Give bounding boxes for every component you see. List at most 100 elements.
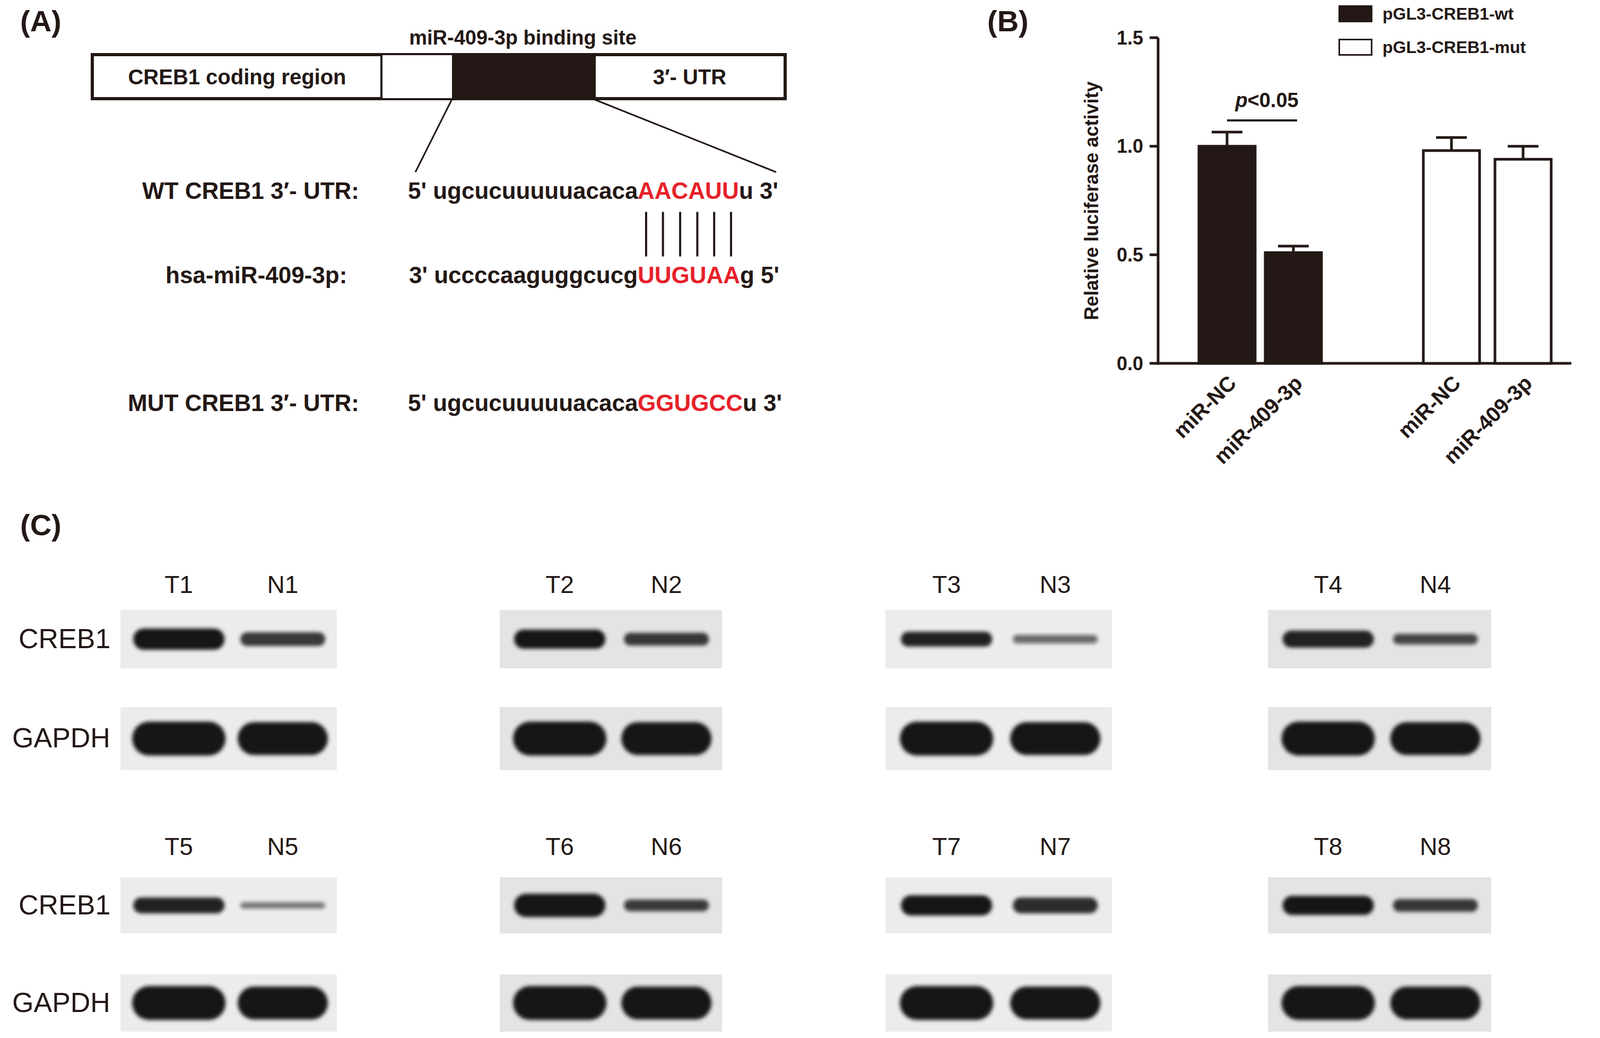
blot-membrane [120, 610, 337, 669]
gene-region-box: CREB1 coding region [91, 54, 383, 100]
blot-membrane [499, 877, 723, 934]
protein-label: CREB1 [18, 889, 111, 922]
tick-label: 0.0 [1116, 352, 1144, 375]
lane-label: N7 [1039, 832, 1072, 862]
protein-band [133, 897, 225, 914]
lane-label: T4 [1314, 570, 1343, 599]
bar [1494, 159, 1552, 364]
sequence-label: WT CREB1 3′- UTR: [142, 177, 360, 205]
protein-band [899, 722, 994, 756]
tick-label: 1.0 [1116, 135, 1144, 158]
blot-membrane [1267, 707, 1492, 771]
tick-label: 1.5 [1116, 27, 1144, 49]
axis-title: Relative luciferase activity [1080, 81, 1103, 320]
protein-band [237, 722, 328, 756]
blot-membrane [1267, 974, 1492, 1032]
blot-membrane [885, 610, 1112, 669]
leader-line [415, 99, 452, 173]
leader-line [593, 99, 777, 173]
lane-label: T5 [164, 832, 194, 862]
bar [1198, 146, 1256, 364]
protein-band [132, 722, 226, 756]
error-cap [1277, 244, 1309, 248]
blot-membrane [120, 877, 337, 934]
blot-membrane [120, 707, 337, 771]
protein-band [514, 629, 606, 649]
protein-band [621, 986, 712, 1020]
lane-label: N5 [267, 832, 299, 862]
base-pair-line [696, 212, 699, 257]
legend-text: pGL3-CREB1-wt [1382, 4, 1514, 24]
protein-band [1010, 986, 1101, 1020]
legend-text: pGL3-CREB1-mut [1382, 37, 1526, 58]
protein-band [623, 632, 709, 646]
sequence-text: u 3' [742, 389, 782, 417]
p-value: p [1235, 89, 1248, 113]
axis-tick [1149, 144, 1159, 148]
protein-band [1390, 722, 1481, 756]
lane-label: T3 [932, 570, 961, 599]
error-bar [1522, 146, 1525, 160]
binding-site-label: miR-409-3p binding site [409, 26, 637, 50]
sequence-label: MUT CREB1 3′- UTR: [127, 389, 360, 417]
blot-membrane [499, 974, 723, 1032]
protein-band [623, 899, 709, 912]
protein-band [1012, 635, 1098, 644]
panel-letter: (C) [20, 508, 62, 543]
protein-band [1282, 630, 1375, 648]
base-pair-line [712, 212, 716, 257]
blot-membrane [885, 877, 1112, 934]
blot-membrane [1267, 610, 1492, 669]
lane-label: N4 [1419, 570, 1451, 599]
protein-label: CREB1 [18, 623, 111, 656]
protein-band [133, 628, 225, 650]
lane-label: N2 [650, 570, 683, 599]
protein-label: GAPDH [12, 987, 111, 1020]
lane-label: N3 [1039, 570, 1072, 599]
tick-label: 0.5 [1116, 244, 1144, 266]
panel-letter: (A) [20, 4, 62, 39]
mutant-sequence: GGUGCC [637, 389, 743, 417]
base-pair-line [679, 212, 682, 257]
legend-swatch [1338, 5, 1373, 23]
blot-membrane [1267, 877, 1492, 934]
protein-band [899, 986, 994, 1021]
binding-site-box: miR-409-3p binding site [451, 54, 594, 100]
seed-sequence: AACAUU [637, 177, 739, 205]
protein-band [900, 895, 993, 916]
error-cap [1436, 136, 1467, 139]
lane-label: T2 [545, 570, 575, 599]
protein-band [240, 902, 326, 909]
seed-sequence: UUGUAA [637, 262, 741, 290]
protein-band [240, 632, 326, 647]
lane-label: T7 [932, 832, 961, 862]
group-label: miR-NC [1393, 370, 1466, 443]
p-value: <0.05 [1247, 89, 1299, 113]
protein-band [1010, 722, 1101, 756]
error-cap [1211, 131, 1243, 134]
sequence-label: hsa-miR-409-3p: [165, 262, 347, 290]
protein-band [1281, 986, 1376, 1021]
blot-membrane [885, 707, 1112, 771]
lane-label: N1 [267, 570, 299, 599]
protein-label: GAPDH [12, 722, 111, 755]
legend-swatch [1338, 38, 1373, 56]
sequence-text: g 5' [740, 262, 780, 290]
lane-label: T8 [1314, 832, 1343, 862]
protein-band [1012, 897, 1098, 914]
base-pair-line [729, 212, 733, 257]
sequence-text: u 3' [738, 177, 779, 205]
base-pair-line [662, 212, 665, 257]
blot-membrane [885, 974, 1112, 1032]
blot-membrane [499, 610, 723, 669]
construct-outline [91, 54, 786, 100]
error-bar [1225, 132, 1229, 147]
protein-band [1281, 722, 1376, 756]
lane-label: N6 [650, 832, 683, 862]
blot-membrane [120, 974, 337, 1032]
protein-band [512, 986, 607, 1021]
y-axis [1157, 37, 1160, 365]
panel-letter: (B) [987, 4, 1029, 39]
